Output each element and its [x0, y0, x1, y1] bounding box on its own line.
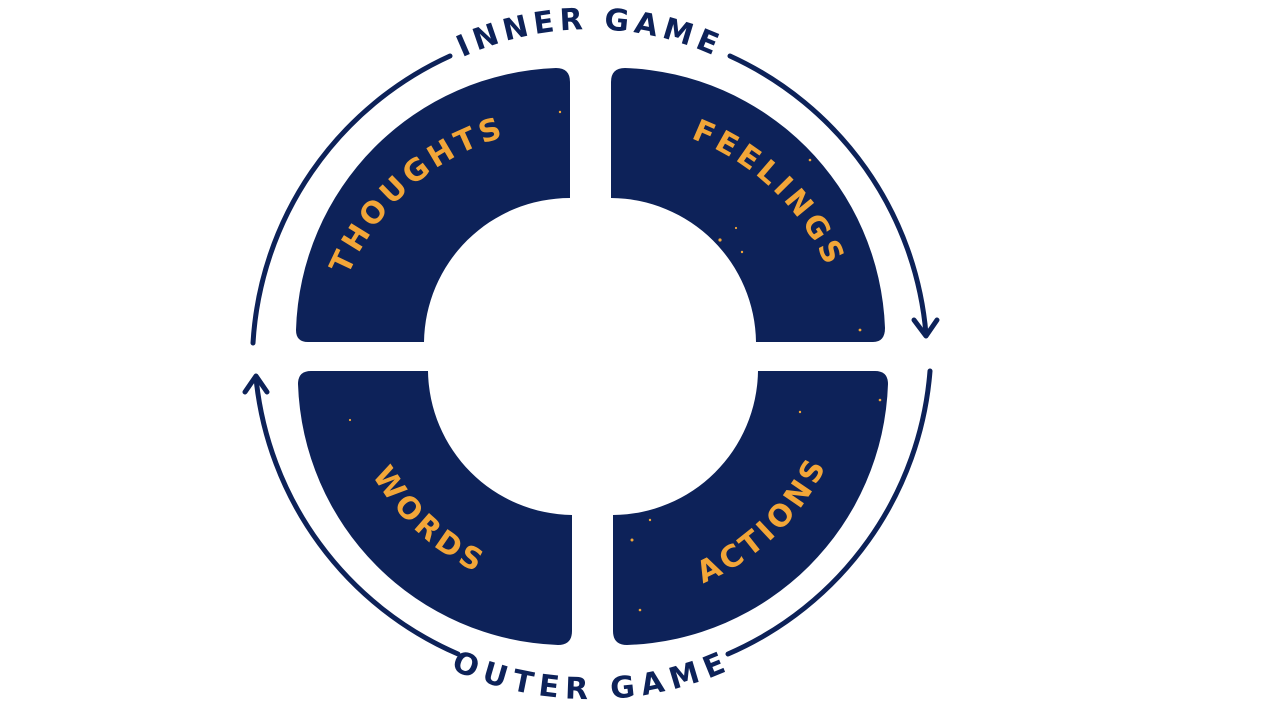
label-inner-game: INNER GAME	[451, 2, 728, 65]
quadrant-top-left	[296, 68, 570, 342]
label-inner-game-text: INNER GAME	[451, 2, 723, 65]
quadrant-top-right	[611, 68, 885, 342]
label-outer-game: OUTER GAME	[448, 644, 735, 707]
cycle-arc-top-right	[727, 53, 929, 337]
arrow-up-icon	[242, 373, 270, 395]
cycle-arc-bottom-left	[253, 375, 461, 657]
quadrant-bottom-left	[298, 371, 572, 645]
quadrant-bottom-right	[613, 371, 888, 645]
texture-specks	[348, 110, 882, 612]
arrow-down-icon	[911, 317, 940, 339]
cycle-arc-bottom-right	[725, 368, 933, 657]
label-outer-game-text: OUTER GAME	[448, 644, 730, 707]
cycle-arc-top-left	[250, 53, 453, 346]
